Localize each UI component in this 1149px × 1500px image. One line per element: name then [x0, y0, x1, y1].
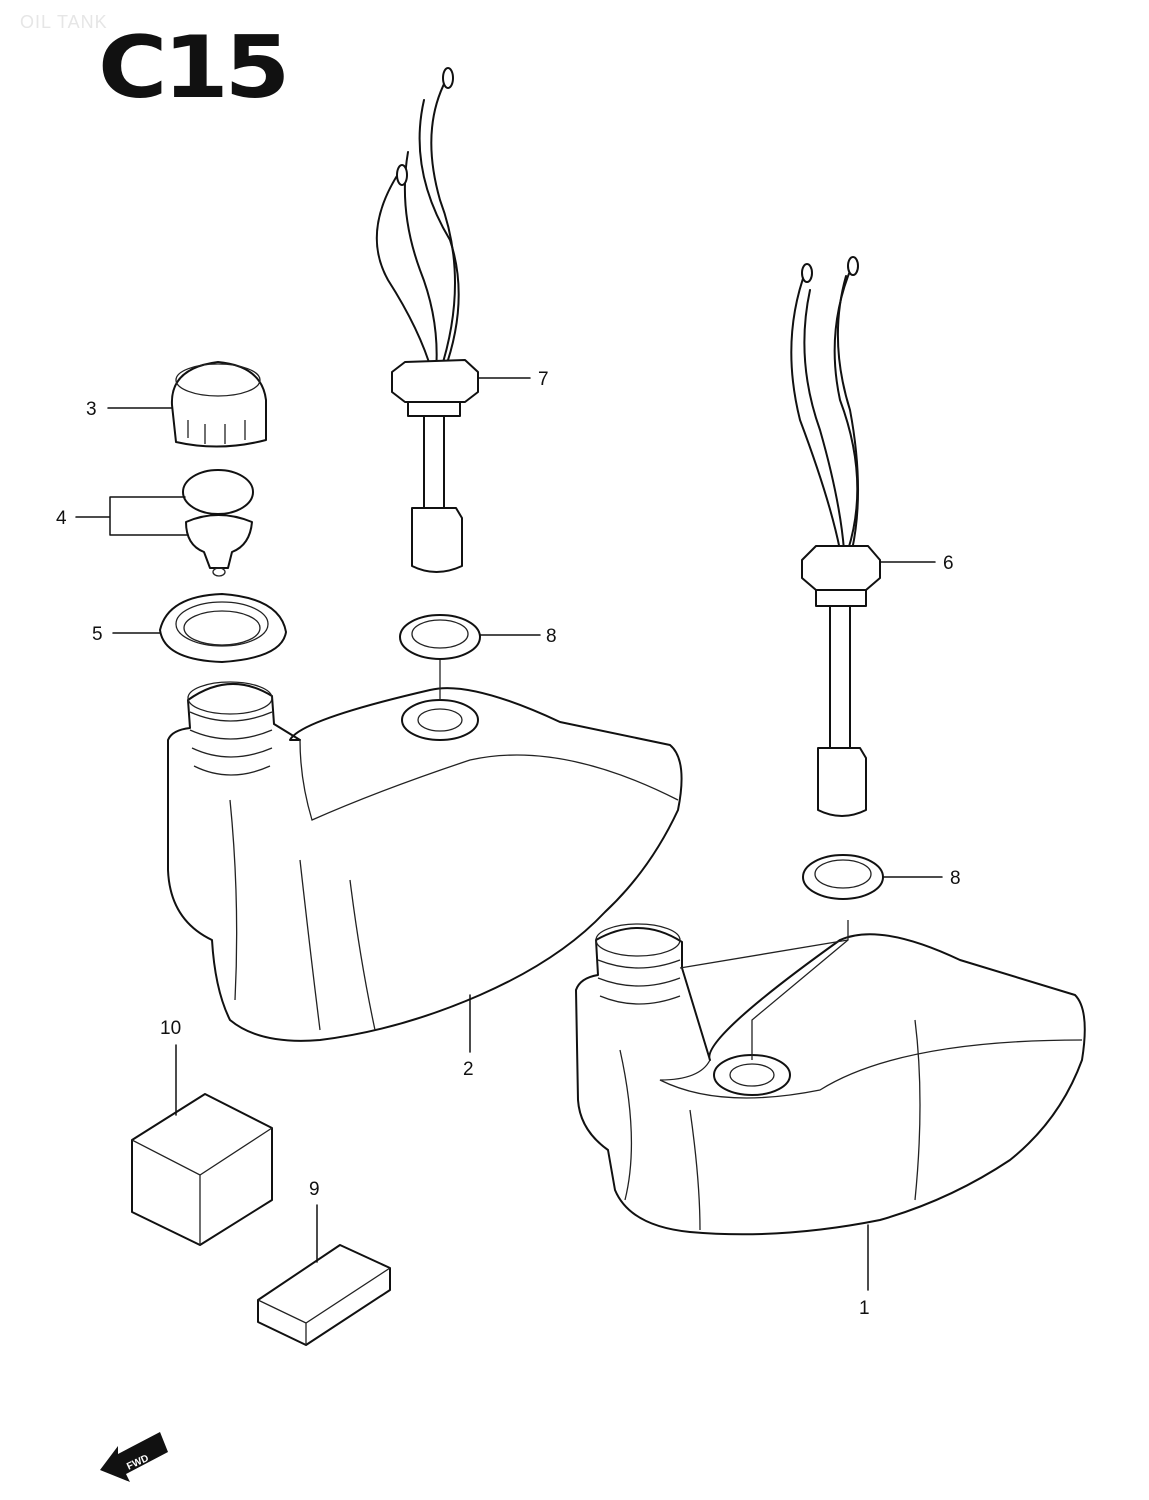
part-7-level-sender	[375, 67, 479, 573]
part-9-block	[257, 1244, 391, 1346]
callout-2: 2	[463, 1059, 474, 1080]
callout-8-lower: 8	[950, 868, 961, 889]
callout-9: 9	[309, 1179, 320, 1200]
part-1-oil-tank	[575, 920, 1086, 1236]
leader-lines	[75, 377, 943, 1291]
part-4-valve	[182, 469, 254, 577]
callout-7: 7	[538, 369, 549, 390]
part-10-block	[131, 1093, 273, 1246]
fwd-arrow-icon: FWD	[100, 1432, 168, 1482]
part-6-level-sender	[790, 256, 881, 817]
part-8-gasket-b	[802, 854, 884, 900]
callout-3: 3	[86, 399, 97, 420]
callout-8-upper: 8	[546, 626, 557, 647]
callout-10: 10	[160, 1018, 181, 1039]
part-2-oil-tank	[167, 660, 683, 1042]
diagram-code: C15	[98, 18, 290, 118]
callout-5: 5	[92, 624, 103, 645]
callout-6: 6	[943, 553, 954, 574]
part-8-gasket-a	[399, 614, 481, 660]
part-5-seal	[159, 593, 287, 663]
part-3-cap	[170, 361, 267, 448]
callout-1: 1	[859, 1298, 870, 1319]
diagram-subtitle: OIL TANK	[20, 12, 108, 32]
callout-4: 4	[56, 508, 67, 529]
